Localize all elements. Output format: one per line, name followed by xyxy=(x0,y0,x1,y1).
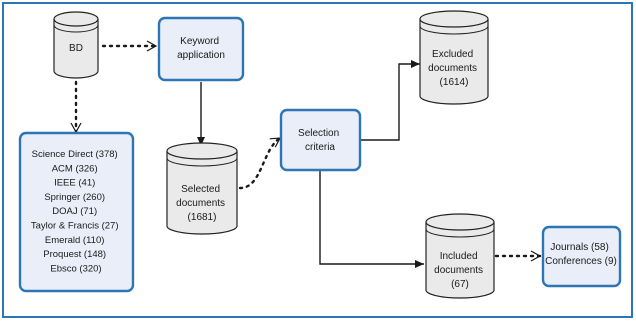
source-taylor-francis: Taylor & Francis (27) xyxy=(31,221,119,232)
journals-conferences-box: Journals (58) Conferences (9) xyxy=(541,225,622,288)
sources-box: Science Direct (378) ACM (326) IEEE (41)… xyxy=(18,131,135,293)
selection-criteria-box: Selection criteria xyxy=(279,108,362,172)
connector-selected-to-selection xyxy=(238,136,282,190)
source-proquest: Proquest (148) xyxy=(43,249,106,260)
selection-line-1: Selection xyxy=(298,128,339,139)
excluded-line-3: (1614) xyxy=(440,77,469,88)
source-science-direct: Science Direct (378) xyxy=(32,149,118,160)
selected-line-3: (1681) xyxy=(188,212,217,223)
included-documents-database: Included documents (67) xyxy=(425,213,495,299)
svg-text:Keyword application: Keyword application xyxy=(177,36,225,61)
keyword-line-2: application xyxy=(177,50,225,61)
selected-documents-database: Selected documents (1681) xyxy=(166,142,238,235)
connector-selection-to-included xyxy=(319,171,424,268)
selected-line-2: documents xyxy=(176,198,225,209)
excluded-line-2: documents xyxy=(428,63,477,74)
included-line-1: Included xyxy=(440,251,478,262)
outputs-journals: Journals (58) xyxy=(550,242,608,253)
source-ebsco: Ebsco (320) xyxy=(50,263,101,274)
selected-line-1: Selected xyxy=(181,184,220,195)
keyword-line-1: Keyword xyxy=(180,36,219,47)
included-line-3: (67) xyxy=(451,279,469,290)
svg-text:Selected documents: Selected documents (1681) xyxy=(176,184,228,223)
source-springer: Springer (260) xyxy=(44,192,105,203)
bd-database: BD xyxy=(53,11,99,79)
svg-text:Included documents: Included documents (67) xyxy=(434,251,486,290)
source-emerald: Emerald (110) xyxy=(45,235,105,246)
bd-label: BD xyxy=(69,43,83,54)
selection-line-2: criteria xyxy=(305,142,335,153)
included-line-2: documents xyxy=(434,265,483,276)
outer-border xyxy=(2,2,633,318)
svg-text:Excluded documents: Excluded documents (1614) xyxy=(428,49,480,88)
excluded-line-1: Excluded xyxy=(432,49,473,60)
outputs-conferences: Conferences (9) xyxy=(545,256,617,267)
source-acm: ACM (326) xyxy=(52,163,98,174)
source-ieee: IEEE (41) xyxy=(54,178,95,189)
svg-text:Journals (58) Conference: Journals (58) Conferences (9) xyxy=(545,242,617,267)
keyword-application-box: Keyword application xyxy=(157,16,245,82)
excluded-documents-database: Excluded documents (1614) xyxy=(419,10,489,105)
svg-text:Selection criteria: Selection criteria xyxy=(298,128,342,153)
svg-text:Science Direct (378) AC: Science Direct (378) ACM (326) IEEE (41)… xyxy=(31,149,121,274)
source-doaj: DOAJ (71) xyxy=(52,206,97,217)
connector-selection-to-excluded xyxy=(361,60,420,141)
